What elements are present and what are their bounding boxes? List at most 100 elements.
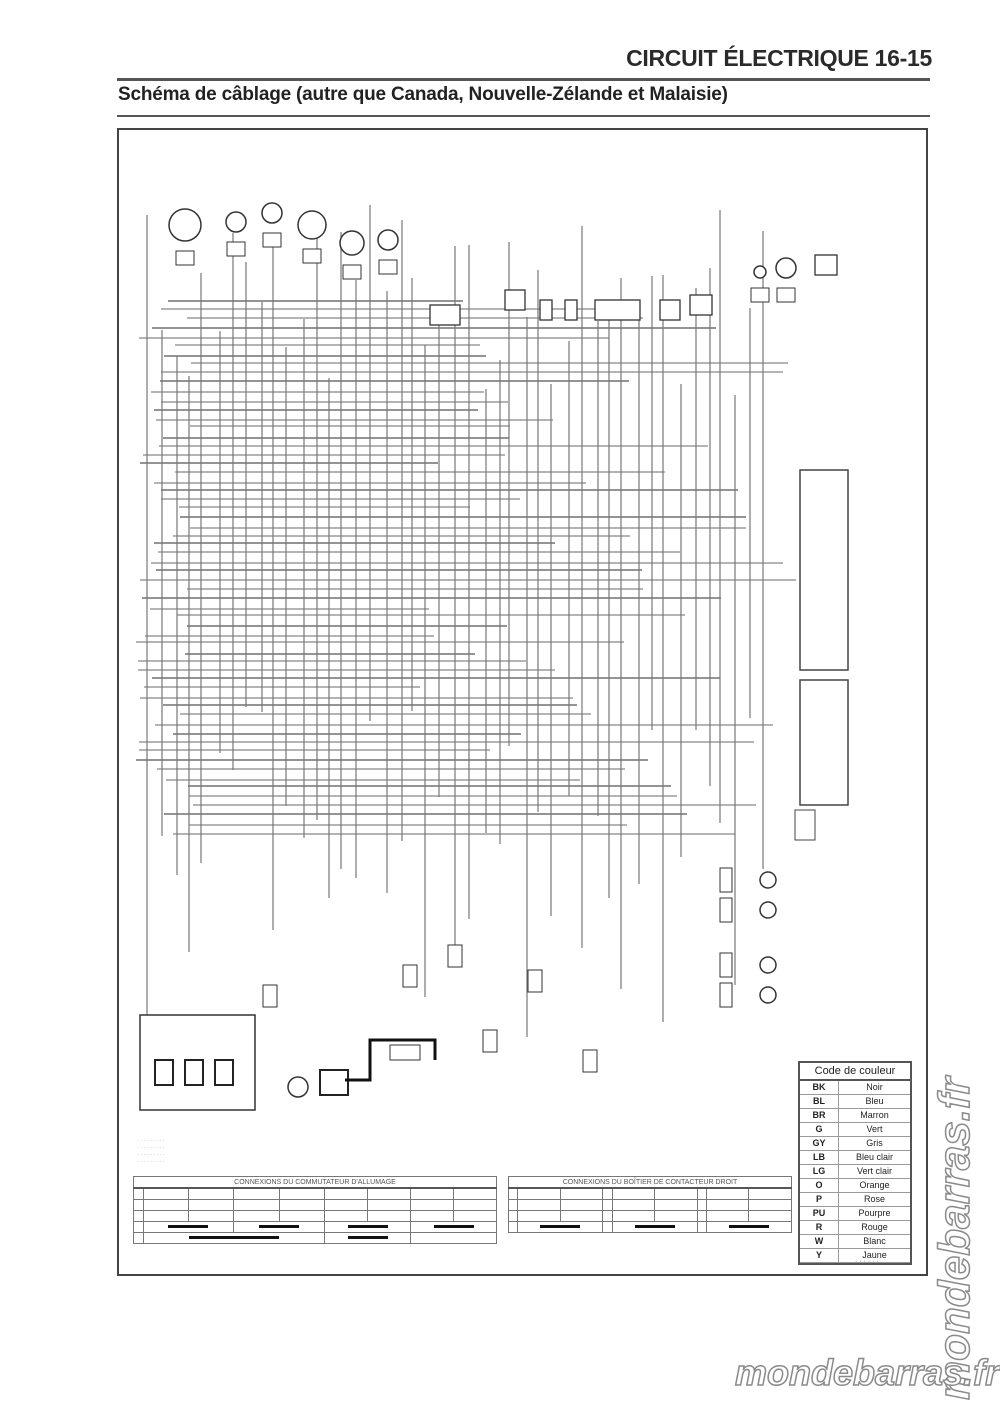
relay-icon — [319, 1069, 349, 1096]
connector-icon — [539, 299, 553, 321]
diagram-frame — [117, 128, 928, 1276]
connector-icon — [262, 984, 278, 1008]
color-code: G — [800, 1123, 839, 1136]
fuse-icon — [214, 1059, 234, 1086]
header-rule — [117, 78, 930, 81]
color-code-row: W Blanc — [800, 1235, 910, 1249]
color-code-row: BR Marron — [800, 1109, 910, 1123]
connector-icon — [175, 250, 195, 266]
connector-icon — [527, 969, 543, 993]
connector-icon — [582, 1049, 598, 1073]
color-code: BR — [800, 1109, 839, 1122]
color-name: Pourpre — [858, 1208, 891, 1218]
color-name: Bleu — [865, 1096, 884, 1106]
color-name: Vert clair — [856, 1166, 892, 1176]
sensor-icon — [759, 956, 777, 974]
component-icon — [225, 211, 247, 233]
color-code-row: LG Vert clair — [800, 1165, 910, 1179]
ecu-connector — [799, 469, 849, 671]
color-code-title: Code de couleur — [800, 1063, 910, 1081]
sensor-icon — [759, 986, 777, 1004]
connector-icon — [378, 259, 398, 275]
color-name: Orange — [859, 1180, 890, 1190]
right-switch-table-title: CONNEXIONS DU BOÎTIER DE CONTACTEUR DROI… — [508, 1176, 792, 1189]
component-icon — [297, 210, 327, 240]
color-code: BK — [800, 1081, 839, 1094]
component-icon — [377, 229, 399, 251]
color-code: O — [800, 1179, 839, 1192]
component-icon — [339, 230, 365, 256]
connector-icon — [429, 304, 461, 326]
connector-icon — [402, 964, 418, 988]
diagram-notes: · · · · · · · · ·· · · · · · · · ·· · · … — [138, 1138, 165, 1165]
ignition-connections-table: CONNEXIONS DU COMMUTATEUR D'ALLUMAGE — [133, 1176, 497, 1244]
connector-icon — [659, 299, 681, 321]
fuse-icon — [184, 1059, 204, 1086]
fuse-icon — [154, 1059, 174, 1086]
color-code: BL — [800, 1095, 839, 1108]
battery-cable — [345, 1038, 437, 1082]
color-name: Blanc — [863, 1236, 886, 1246]
color-code-row: Y Jaune — [800, 1249, 910, 1263]
watermark-horizontal: mondebarras.fr — [734, 1351, 1000, 1394]
connector-icon — [719, 982, 733, 1008]
color-code: R — [800, 1221, 839, 1234]
color-code-row: P Rose — [800, 1193, 910, 1207]
connector-icon — [342, 264, 362, 280]
color-code-row: LB Bleu clair — [800, 1151, 910, 1165]
component-icon — [753, 265, 767, 279]
color-name: Vert — [866, 1124, 883, 1134]
connector-icon — [719, 952, 733, 978]
color-code-row: BL Bleu — [800, 1095, 910, 1109]
color-code-row: R Rouge — [800, 1221, 910, 1235]
color-code-row: O Orange — [800, 1179, 910, 1193]
motor-icon — [287, 1076, 309, 1098]
ecu-connector — [799, 679, 849, 806]
connector-icon — [719, 897, 733, 923]
sensor-icon — [759, 901, 777, 919]
connector-icon — [504, 289, 526, 311]
color-code: LG — [800, 1165, 839, 1178]
color-name: Rouge — [861, 1222, 888, 1232]
sensor-icon — [759, 871, 777, 889]
section-title: CIRCUIT ÉLECTRIQUE 16-15 — [626, 45, 932, 71]
connector-icon — [689, 294, 713, 316]
color-code-row: G Vert — [800, 1123, 910, 1137]
connector-icon — [226, 241, 246, 257]
color-name: Rose — [863, 1194, 885, 1204]
color-code: PU — [800, 1207, 839, 1220]
color-code: P — [800, 1193, 839, 1206]
connector-icon — [719, 867, 733, 893]
battery-icon — [389, 1044, 421, 1061]
color-name: Noir — [866, 1082, 883, 1092]
connector-icon — [262, 232, 282, 248]
color-code-row: BK Noir — [800, 1081, 910, 1095]
right-switch-connections-table: CONNEXIONS DU BOÎTIER DE CONTACTEUR DROI… — [507, 1176, 793, 1233]
color-name: Bleu clair — [855, 1152, 893, 1162]
connector-icon — [776, 287, 796, 303]
component-icon — [168, 208, 202, 242]
color-code-row: PU Pourpre — [800, 1207, 910, 1221]
component-icon — [775, 257, 797, 279]
page-subtitle: Schéma de câblage (autre que Canada, Nou… — [118, 84, 728, 105]
color-code: LB — [800, 1151, 839, 1164]
connector-icon — [564, 299, 578, 321]
color-name: Marron — [860, 1110, 889, 1120]
connector-icon — [794, 809, 816, 841]
component-icon — [261, 202, 283, 224]
connector-icon — [594, 299, 641, 321]
connector-icon — [482, 1029, 498, 1053]
connector-icon — [750, 287, 770, 303]
color-name: Gris — [866, 1138, 883, 1148]
color-code: Y — [800, 1249, 839, 1262]
connector-icon — [814, 254, 838, 276]
subtitle-rule — [117, 115, 930, 117]
color-name: Jaune — [862, 1250, 887, 1260]
figure-reference: · · · · · · — [855, 1258, 879, 1265]
connector-icon — [302, 248, 322, 264]
color-code: W — [800, 1235, 839, 1248]
ignition-table-title: CONNEXIONS DU COMMUTATEUR D'ALLUMAGE — [133, 1176, 497, 1189]
